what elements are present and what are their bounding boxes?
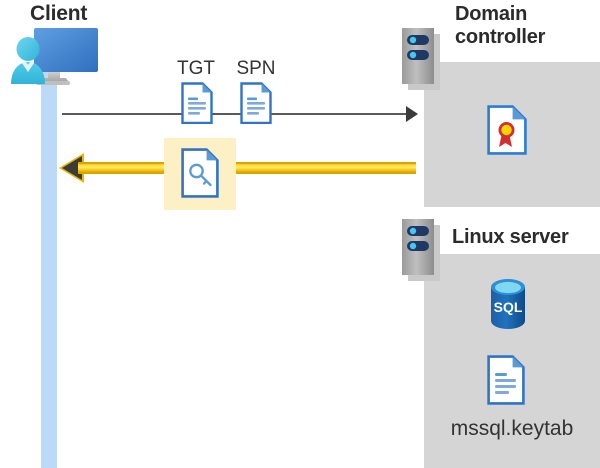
svg-text:SQL: SQL	[494, 299, 523, 315]
domain-controller-title: Domain controller	[455, 3, 546, 48]
key-document-icon	[181, 148, 219, 198]
client-title: Client	[30, 2, 88, 25]
request-arrow-line	[62, 113, 410, 115]
tgt-label: TGT	[177, 58, 215, 79]
keytab-document-icon	[487, 355, 525, 405]
response-arrow-segment-left	[78, 162, 164, 174]
linux-server-title: Linux server	[452, 226, 569, 248]
keytab-caption: mssql.keytab	[450, 417, 574, 440]
response-arrow-segment-right	[236, 162, 416, 174]
certificate-document-icon	[487, 105, 527, 155]
linux-server-server-rack-icon	[402, 219, 442, 281]
tgt-document-icon	[181, 82, 213, 125]
sql-database-icon: SQL	[487, 278, 529, 330]
client-lifeline	[41, 72, 57, 468]
spn-label: SPN	[236, 58, 276, 79]
request-arrow-head-icon	[406, 106, 418, 122]
domain-controller-server-rack-icon	[402, 28, 442, 90]
response-arrow-head-icon	[62, 156, 82, 180]
client-workstation-icon	[8, 26, 100, 88]
spn-document-icon	[240, 82, 272, 125]
